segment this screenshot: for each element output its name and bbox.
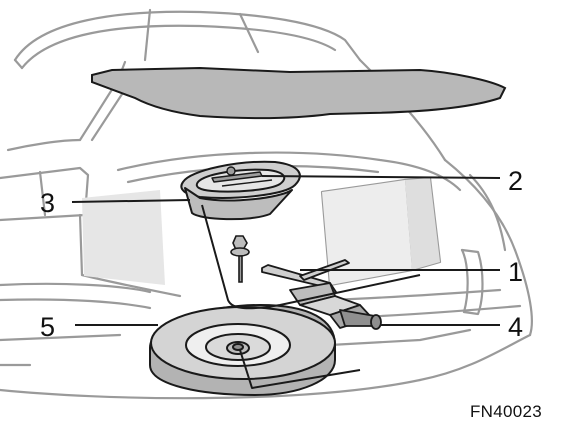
hold-down-bracket-line-lower [239,349,361,389]
leader-line-2 [261,175,501,179]
callout-number-2: 2 [508,166,523,196]
wing-bolt [230,235,250,283]
hold-down-bracket-line [201,204,421,310]
spare-tire [149,303,336,397]
cargo-cover-board [91,66,507,120]
callout-number-5: 5 [40,312,55,342]
leader-line-3 [71,199,191,203]
callout-number-1: 1 [508,257,523,287]
callout-leader-lines [71,175,501,389]
callout-number-4: 4 [508,312,523,342]
figure-code: FN40023 [470,402,542,421]
callout-number-3: 3 [40,188,55,218]
trunk-interior-shading [82,178,440,285]
